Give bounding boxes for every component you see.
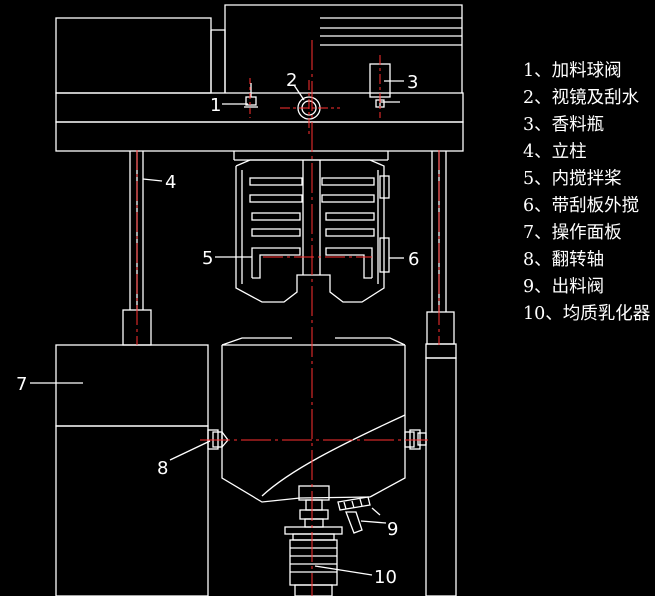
legend-item-4: 4、立柱 [523,142,587,162]
callout-labels: 1 2 3 4 5 6 7 8 9 10 [16,70,419,588]
legend-item-1: 1、加料球阀 [523,61,622,81]
mixing-vessel [221,337,406,503]
discharge-valve [337,496,371,534]
leader-lines [30,80,404,576]
feed-ball-valve [244,83,258,108]
legend-item-6: 6、带刮板外搅 [523,196,640,216]
homogenizer [284,485,343,596]
callout-1: 1 [210,95,221,116]
callout-7: 7 [16,374,27,395]
legend-item-3: 3、香料瓶 [523,115,605,135]
legend-item-8: 8、翻转轴 [523,250,605,270]
callout-9: 9 [387,519,398,540]
legend-item-5: 5、内搅拌桨 [523,169,622,189]
legend-item-7: 7、操作面板 [523,223,622,243]
right-column [425,151,457,596]
callout-3: 3 [407,72,418,93]
callout-6: 6 [408,249,419,270]
callout-5: 5 [202,248,213,269]
legend-item-10: 10、均质乳化器 [523,304,651,324]
inner-paddle [249,160,375,279]
operation-panel [55,344,209,596]
legend-item-9: 9、出料阀 [523,277,605,297]
callout-8: 8 [157,458,168,479]
callout-2: 2 [286,70,297,91]
callout-4: 4 [165,172,176,193]
legend-item-2: 2、视镜及刮水 [523,88,640,108]
outer-scraper-agitator [235,159,390,303]
callout-10: 10 [374,567,397,588]
fragrance-bottle [369,63,400,108]
top-head-assembly [55,4,464,161]
centerlines [136,40,440,596]
